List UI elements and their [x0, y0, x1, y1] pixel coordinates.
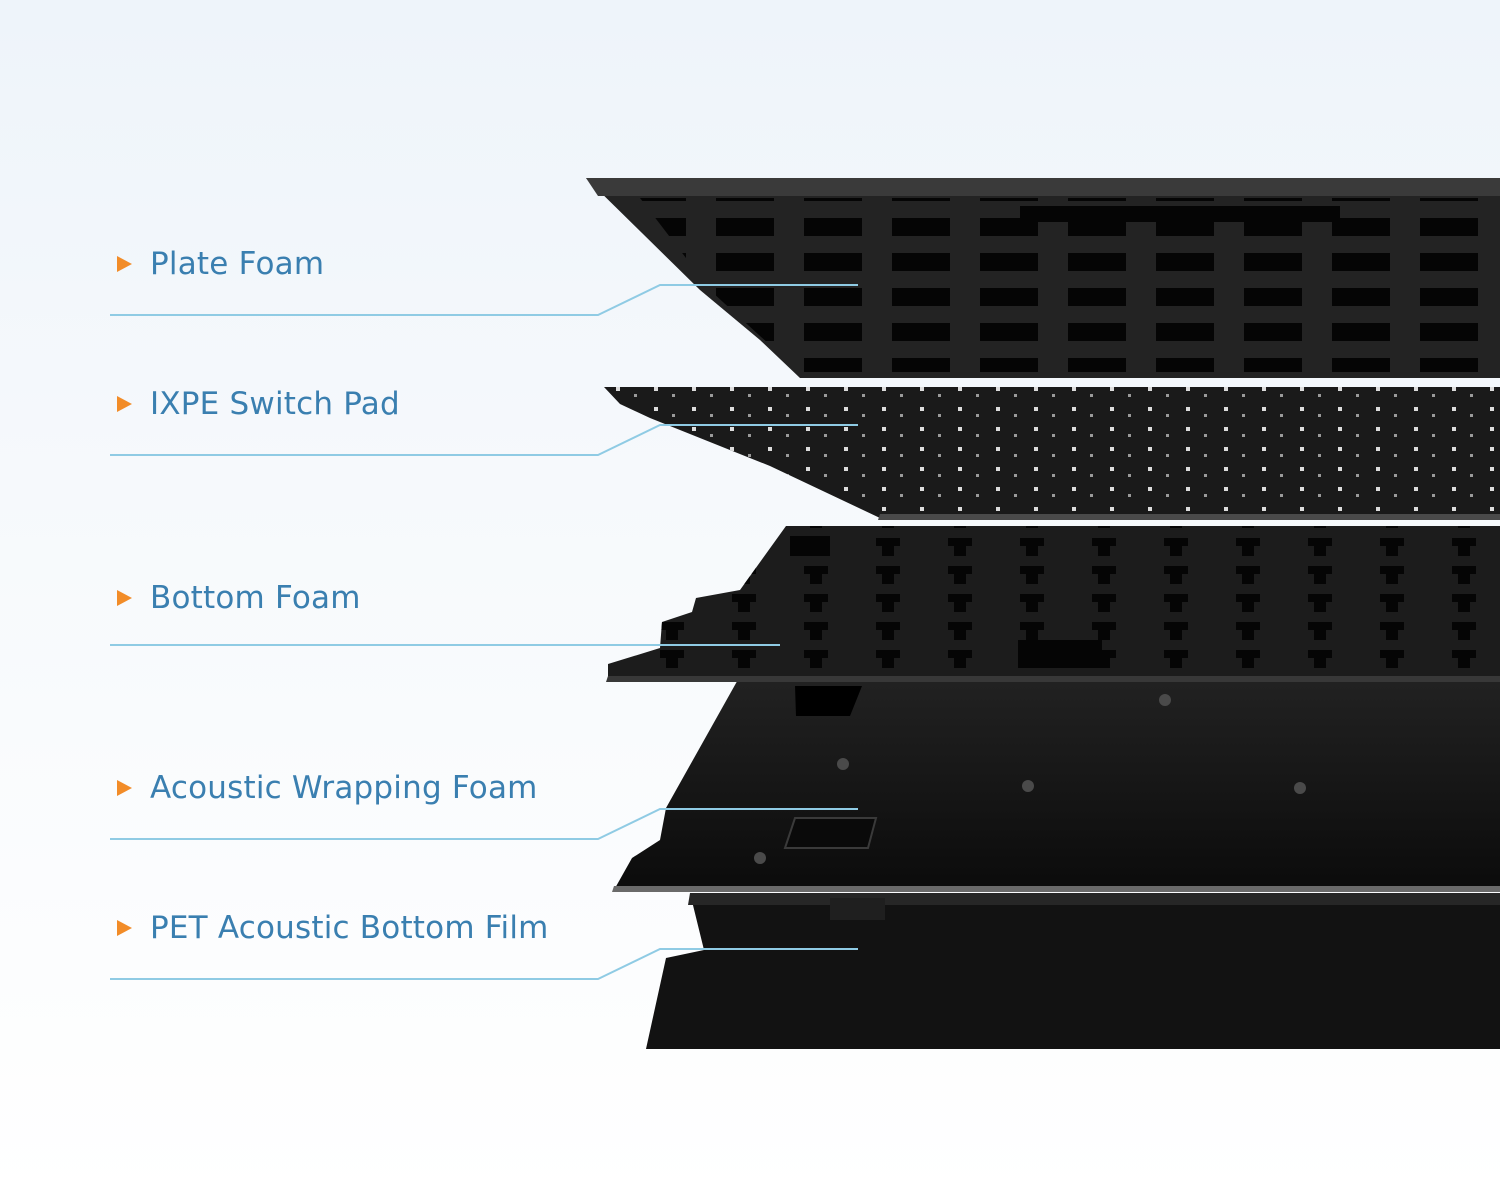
- triangle-arrow-icon: [117, 920, 132, 936]
- layer-label-text: Plate Foam: [150, 246, 325, 282]
- leader-line-pet-film: [110, 948, 858, 980]
- pet-film-layer: [646, 893, 1500, 1049]
- layer-label-text: PET Acoustic Bottom Film: [150, 910, 549, 946]
- leader-line-plate-foam: [110, 284, 858, 316]
- bottom-foam-layer: [606, 526, 1500, 682]
- leader-line-ixpe-switch-pad: [110, 424, 858, 456]
- layer-label-plate-foam: Plate Foam: [114, 244, 324, 284]
- leader-line-acoustic-wrapping-foam: [110, 808, 858, 840]
- triangle-arrow-icon: [117, 256, 132, 272]
- ixpe-switch-pad-layer: [604, 387, 1500, 520]
- triangle-arrow-icon: [117, 396, 132, 412]
- leader-lines: [110, 284, 858, 980]
- acoustic-wrapping-foam-layer: [612, 676, 1500, 892]
- layer-label-pet-acoustic-bottom-film: PET Acoustic Bottom Film: [114, 908, 549, 948]
- layer-label-ixpe-switch-pad: IXPE Switch Pad: [114, 384, 400, 424]
- layer-label-text: Acoustic Wrapping Foam: [150, 770, 538, 806]
- layer-label-text: Bottom Foam: [150, 580, 361, 616]
- layer-label-acoustic-wrapping-foam: Acoustic Wrapping Foam: [114, 768, 538, 808]
- layer-label-text: IXPE Switch Pad: [150, 386, 400, 422]
- triangle-arrow-icon: [117, 780, 132, 796]
- plate-foam-layer: [586, 178, 1500, 378]
- triangle-arrow-icon: [117, 590, 132, 606]
- layer-label-bottom-foam: Bottom Foam: [114, 578, 361, 618]
